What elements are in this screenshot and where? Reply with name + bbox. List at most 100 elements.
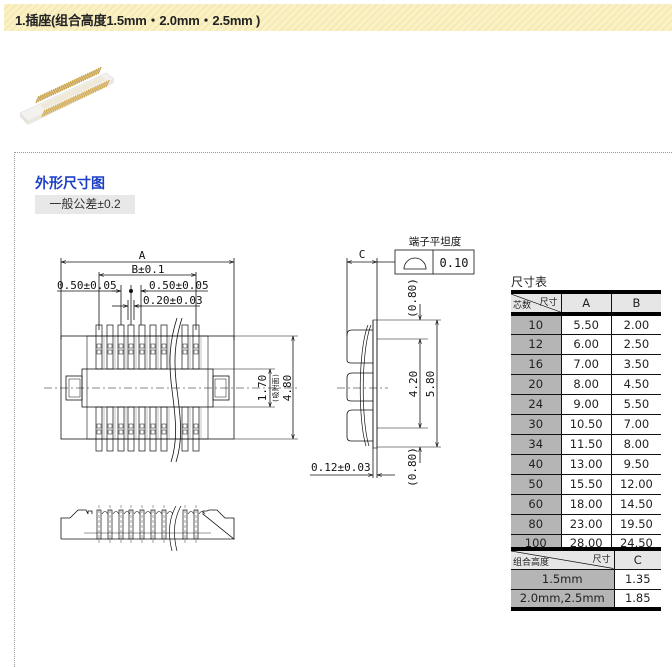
height-table-header: 尺寸 组合高度 C <box>511 548 661 570</box>
photo-pin <box>95 67 100 76</box>
photo-pin <box>35 95 40 104</box>
photo-pin <box>96 83 101 92</box>
photo-pin <box>88 70 94 79</box>
pin-count-cell: 34 <box>511 433 562 455</box>
pin-count-cell: 16 <box>511 353 562 375</box>
dim-a-cell: 6.00 <box>560 333 612 355</box>
photo-pin <box>90 69 96 78</box>
photo-pin <box>100 81 106 90</box>
photo-pin <box>43 108 48 117</box>
photo-pin <box>39 93 44 102</box>
photo-pin <box>83 90 88 98</box>
section-title: 1.插座(组合高度1.5mm・2.0mm・2.5mm ) <box>15 13 261 28</box>
photo-pin <box>52 104 57 113</box>
dim-b-cell: 5.50 <box>610 393 661 415</box>
size-table-corner: 尺寸 芯数 <box>511 291 562 315</box>
pin-count-cell: 80 <box>511 513 562 535</box>
photo-pin <box>93 68 98 77</box>
photo-pin <box>76 93 81 101</box>
photo-pin <box>41 92 47 101</box>
photo-pin <box>92 85 97 94</box>
dim-b-cell: 9.50 <box>610 453 661 475</box>
dim-b-cell: 12.00 <box>610 473 661 495</box>
corner-label-height: 组合高度 <box>513 557 550 568</box>
pin-count-cell: 20 <box>511 373 562 395</box>
col-header-c: C <box>613 548 661 570</box>
photo-pin <box>54 103 59 112</box>
dim-b-cell: 2.00 <box>610 313 661 335</box>
photo-pin <box>50 88 55 97</box>
photo-pin <box>63 82 68 91</box>
height-table-corner: 尺寸 组合高度 <box>511 548 615 570</box>
dim-b-cell: 14.50 <box>610 493 661 515</box>
photo-pin <box>37 94 42 103</box>
photo-pin <box>74 94 79 102</box>
photo-pin <box>82 73 87 82</box>
pin-count-cell: 12 <box>511 333 562 355</box>
photo-pin <box>69 79 74 88</box>
dim-b-cell: 19.50 <box>610 513 661 535</box>
photo-pin <box>52 87 57 96</box>
photo-pin <box>84 72 89 81</box>
corner-label-pins: 芯数 <box>513 301 532 311</box>
photo-pin <box>98 82 103 91</box>
photo-pin <box>43 91 49 100</box>
photo-pin <box>54 86 59 95</box>
pin-count-cell: 30 <box>511 413 562 435</box>
dim-a-cell: 23.00 <box>560 513 612 535</box>
photo-pin <box>71 78 76 87</box>
photo-pin <box>85 89 90 97</box>
photo-pin <box>73 77 79 86</box>
dim-a-cell: 15.50 <box>560 473 612 495</box>
section-header: 1.插座(组合高度1.5mm・2.0mm・2.5mm ) <box>4 4 672 31</box>
photo-pin <box>67 97 73 105</box>
photo-pin <box>61 100 66 108</box>
pins-back-row <box>35 66 102 104</box>
height-cell: 1.5mm <box>511 568 615 590</box>
dim-a-cell: 10.50 <box>560 413 612 435</box>
photo-pin <box>45 107 51 116</box>
photo-pin <box>48 89 53 98</box>
pin-count-cell: 10 <box>511 313 562 335</box>
photo-pin <box>56 102 62 111</box>
photo-pin <box>65 81 70 90</box>
photo-pin <box>67 80 72 89</box>
photo-pin <box>89 86 95 95</box>
dim-a-cell: 13.00 <box>560 453 612 475</box>
photo-pin <box>65 98 70 106</box>
photo-pin <box>78 75 83 84</box>
photo-pin <box>94 84 99 93</box>
photo-pin <box>41 109 46 118</box>
photo-pin <box>72 95 77 103</box>
photo-pin <box>50 105 55 114</box>
photo-pin <box>61 83 66 92</box>
photo-pin <box>97 66 102 75</box>
dim-a-cell: 8.00 <box>560 373 612 395</box>
pin-count-cell: 40 <box>511 453 562 475</box>
pin-count-cell: 50 <box>511 473 562 495</box>
dim-a-cell: 9.00 <box>560 393 612 415</box>
photo-pin <box>56 85 61 94</box>
tolerance-badge: 一般公差±0.2 <box>35 195 135 214</box>
photo-pin <box>103 80 108 89</box>
pin-count-cell: 60 <box>511 493 562 515</box>
photo-pin <box>80 74 85 83</box>
col-header-a: A <box>560 291 612 315</box>
dim-a-cell: 11.50 <box>560 433 612 455</box>
photo-pin <box>70 96 75 104</box>
size-table-header: 尺寸 芯数 A B <box>511 291 661 315</box>
photo-pin <box>81 91 86 99</box>
photo-pin <box>59 101 64 109</box>
photo-pin <box>78 92 84 100</box>
dim-b-cell: 7.00 <box>610 413 661 435</box>
height-cell: 2.0mm,2.5mm <box>511 588 615 610</box>
